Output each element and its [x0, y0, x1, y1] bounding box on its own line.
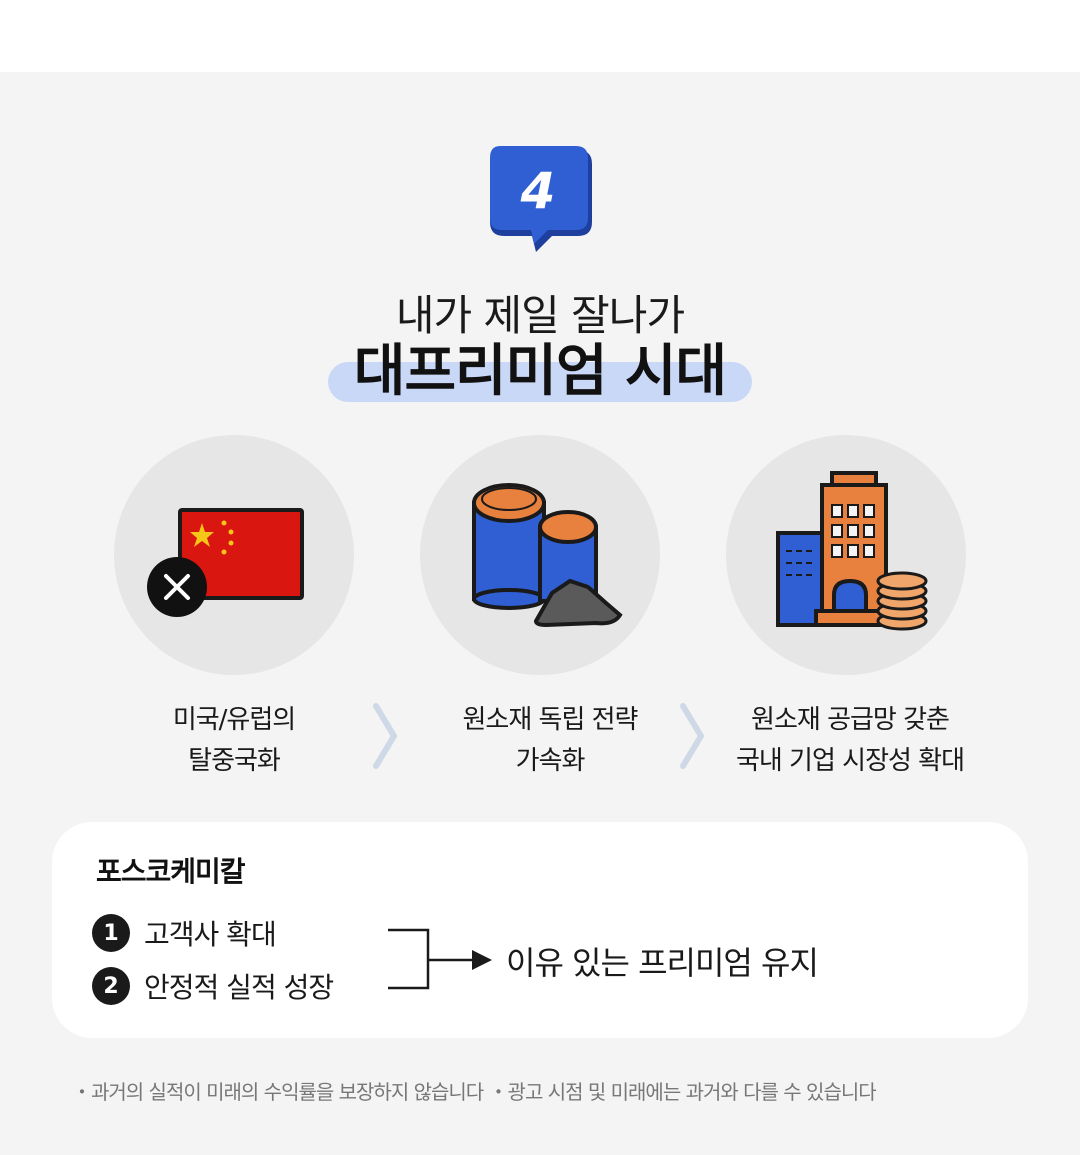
card-item-2-text: 안정적 실적 성장 [144, 971, 334, 1004]
summary-card [52, 822, 1028, 1038]
step-circle-1 [114, 435, 354, 675]
footnote: ・과거의 실적이 미래의 수익률을 보장하지 않습니다 ・광고 시점 및 미래에… [72, 1080, 877, 1104]
number-circle-icon: 2 [92, 967, 130, 1005]
step-label-3: 원소재 공급망 갖춘 국내 기업 시장성 확대 [700, 700, 1000, 782]
raw-materials-icon [472, 483, 623, 628]
step-2-line2: 가속화 [515, 746, 586, 776]
speech-bubble-icon: 4 [490, 146, 592, 252]
card-item-1-text: 고객사 확대 [144, 918, 277, 951]
step-1-line2: 탈중국화 [188, 746, 281, 776]
step-circle-3 [726, 435, 966, 675]
chevron-right-icon [680, 703, 704, 769]
step-3-line2: 국내 기업 시장성 확대 [735, 746, 965, 776]
card-title: 포스코케미칼 [96, 855, 246, 888]
step-label-2: 원소재 독립 전략 가속화 [400, 700, 700, 782]
card-item-1: 1 고객사 확대 [92, 913, 277, 953]
number-circle-icon: 1 [92, 914, 130, 952]
number-badge: 4 [486, 142, 596, 254]
headline-line2: 대프리미엄 시대 [327, 340, 753, 404]
headline-line2-wrap: 대프리미엄 시대 [0, 340, 1080, 404]
step-label-1: 미국/유럽의 탈중국화 [84, 700, 384, 782]
card-result: 이유 있는 프리미엄 유지 [506, 944, 819, 982]
step-3-line1: 원소재 공급망 갖춘 [751, 705, 950, 735]
chevron-right-icon [373, 703, 397, 769]
building-coins-icon [776, 471, 928, 631]
bracket-arrow-icon [388, 928, 492, 990]
headline-line1: 내가 제일 잘나가 [395, 291, 685, 340]
step-1-line1: 미국/유럽의 [172, 705, 296, 735]
badge-number: 4 [520, 162, 556, 220]
china-flag-x-icon [147, 508, 304, 617]
step-circle-2 [420, 435, 660, 675]
card-item-2: 2 안정적 실적 성장 [92, 966, 334, 1006]
step-2-line1: 원소재 독립 전략 [462, 705, 639, 735]
